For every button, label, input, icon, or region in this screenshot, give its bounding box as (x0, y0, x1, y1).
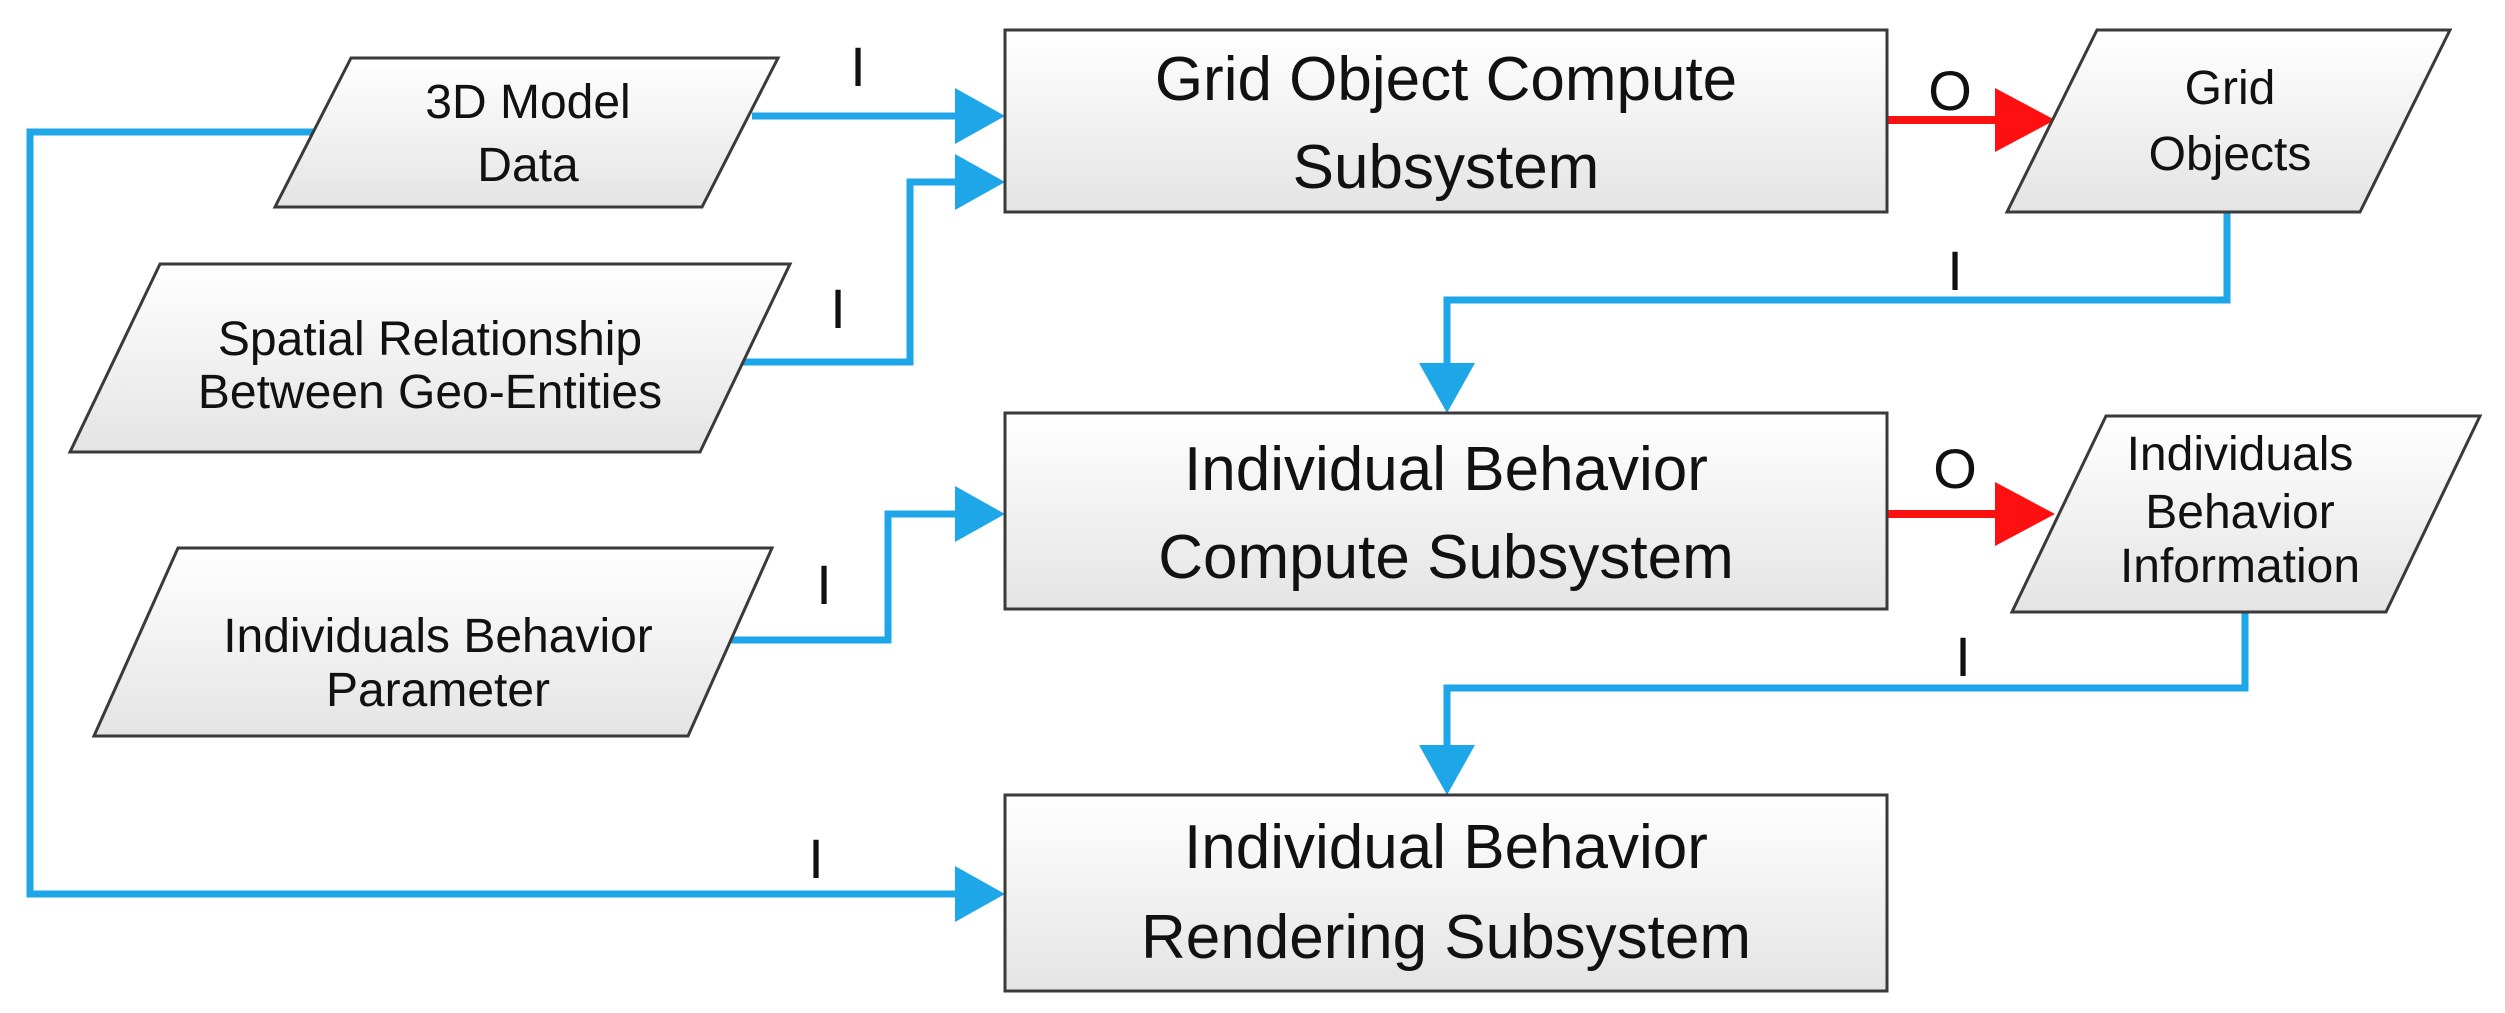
input-model-data: 3D Model Data (272, 56, 781, 209)
label-input-gridobjects-to-behavior: I (1947, 239, 1963, 302)
edge-behaviorinfo-to-rendering (1443, 612, 2249, 750)
arrowhead-behaviorinfo-to-rendering (1419, 745, 1475, 795)
input-spatial-relationship-line2: Between Geo-Entities (198, 366, 662, 419)
output-behavior-information: Individuals Behavior Information (2009, 414, 2483, 614)
arrowhead-model-to-rendering (955, 866, 1005, 922)
output-behavior-information-line3: Information (2120, 540, 2360, 593)
subsystem-individual-behavior-compute-line1: Individual Behavior (1184, 435, 1708, 504)
label-output-behavior: O (1933, 437, 1977, 500)
arrowhead-spatial-to-grid (955, 154, 1005, 210)
input-behavior-parameter-shape (91, 546, 775, 738)
input-model-data-line1: 3D Model (425, 76, 630, 129)
subsystem-individual-behavior-rendering-line2: Rendering Subsystem (1141, 903, 1751, 972)
subsystem-grid-object-compute-box (1003, 28, 1889, 214)
input-behavior-parameter: Individuals Behavior Parameter (91, 546, 775, 738)
arrowhead-grid-to-gridobjects (1995, 88, 2055, 152)
subsystem-individual-behavior-compute: Individual Behavior Compute Subsystem (1003, 411, 1889, 611)
subsystem-individual-behavior-rendering-box (1003, 793, 1889, 993)
subsystem-individual-behavior-compute-box (1003, 411, 1889, 611)
output-behavior-information-shape (2009, 414, 2483, 614)
subsystem-individual-behavior-rendering-line1: Individual Behavior (1184, 813, 1708, 882)
edge-labels: I I I I I I O O (808, 35, 1977, 890)
arrowhead-model-to-grid (955, 88, 1005, 144)
input-behavior-parameter-line1: Individuals Behavior (223, 610, 653, 663)
output-grid-objects: Grid Objects (2004, 28, 2453, 214)
input-spatial-relationship: Spatial Relationship Between Geo-Entitie… (67, 262, 793, 454)
output-grid-objects-line2: Objects (2149, 128, 2312, 181)
edge-spatial-to-grid (737, 178, 960, 366)
output-behavior-information-line2: Behavior (2145, 486, 2334, 539)
input-spatial-relationship-shape (67, 262, 793, 454)
edge-model-to-rendering (26, 128, 960, 898)
subsystem-grid-object-compute: Grid Object Compute Subsystem (1003, 28, 1889, 214)
arrowhead-behavior-to-info (1995, 482, 2055, 546)
edge-gridobjects-to-behavior (1443, 212, 2231, 368)
arrowhead-gridobjects-to-behavior (1419, 363, 1475, 413)
label-input-info-to-rendering: I (1955, 625, 1971, 688)
edge-param-to-behavior (722, 510, 960, 644)
input-model-data-shape (272, 56, 781, 209)
connectors (26, 88, 2249, 922)
label-output-grid: O (1928, 59, 1972, 122)
label-input-model-to-grid: I (850, 35, 866, 98)
label-input-param-to-behavior: I (816, 553, 832, 616)
output-grid-objects-shape (2004, 28, 2453, 214)
input-model-data-line2: Data (477, 139, 579, 192)
output-behavior-information-line1: Individuals (2127, 428, 2354, 481)
input-spatial-relationship-line1: Spatial Relationship (218, 313, 642, 366)
input-behavior-parameter-line2: Parameter (326, 664, 550, 717)
label-input-model-to-rendering: I (808, 827, 824, 890)
output-grid-objects-line1: Grid (2185, 62, 2276, 115)
subsystem-individual-behavior-compute-line2: Compute Subsystem (1158, 523, 1733, 592)
subsystem-grid-object-compute-line1: Grid Object Compute (1155, 45, 1737, 114)
arrowhead-param-to-behavior (955, 486, 1005, 542)
subsystem-grid-object-compute-line2: Subsystem (1293, 133, 1600, 202)
subsystem-individual-behavior-rendering: Individual Behavior Rendering Subsystem (1003, 793, 1889, 993)
label-input-spatial-to-grid: I (830, 277, 846, 340)
